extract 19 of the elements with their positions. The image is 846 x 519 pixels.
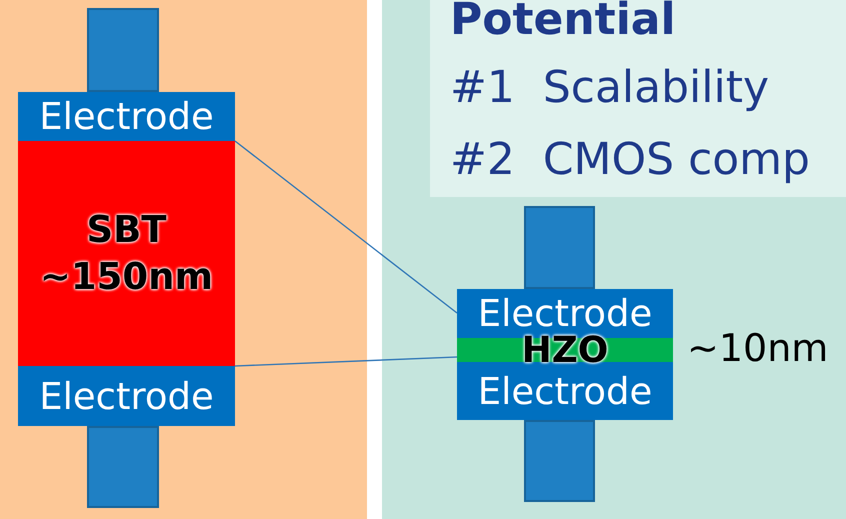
electrode-layer xyxy=(18,366,235,426)
zoom-line xyxy=(234,356,458,367)
terminal-bar xyxy=(524,420,595,502)
layer-label: Electrode xyxy=(39,95,214,138)
text-panel xyxy=(430,0,846,197)
thickness-label: ~10nm xyxy=(687,326,828,370)
zoom-line xyxy=(234,140,458,314)
layer-label: Electrode xyxy=(478,370,652,412)
list-item: #2 CMOS comp xyxy=(450,134,810,185)
layer-label: Electrode xyxy=(39,374,214,418)
terminal-bar xyxy=(87,8,159,92)
heading: Potential xyxy=(450,0,676,45)
ferroelectric-layer xyxy=(18,141,235,366)
terminal-bar xyxy=(524,206,595,289)
electrode-layer xyxy=(18,92,235,141)
layer-label: SBT ~150nm xyxy=(38,207,214,300)
electrode-layer xyxy=(457,362,673,420)
list-item: #1 Scalability xyxy=(450,62,769,113)
terminal-bar xyxy=(87,426,159,508)
